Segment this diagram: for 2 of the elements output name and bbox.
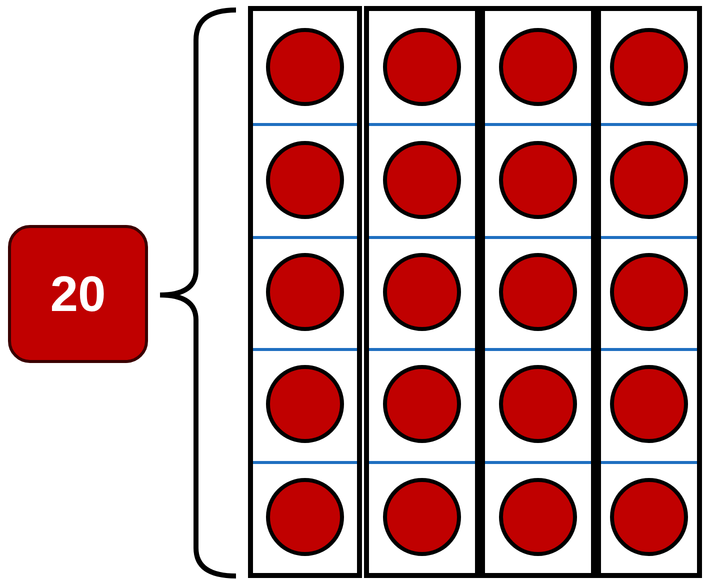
- number-label: 20: [50, 269, 106, 319]
- number-card: [8, 225, 148, 363]
